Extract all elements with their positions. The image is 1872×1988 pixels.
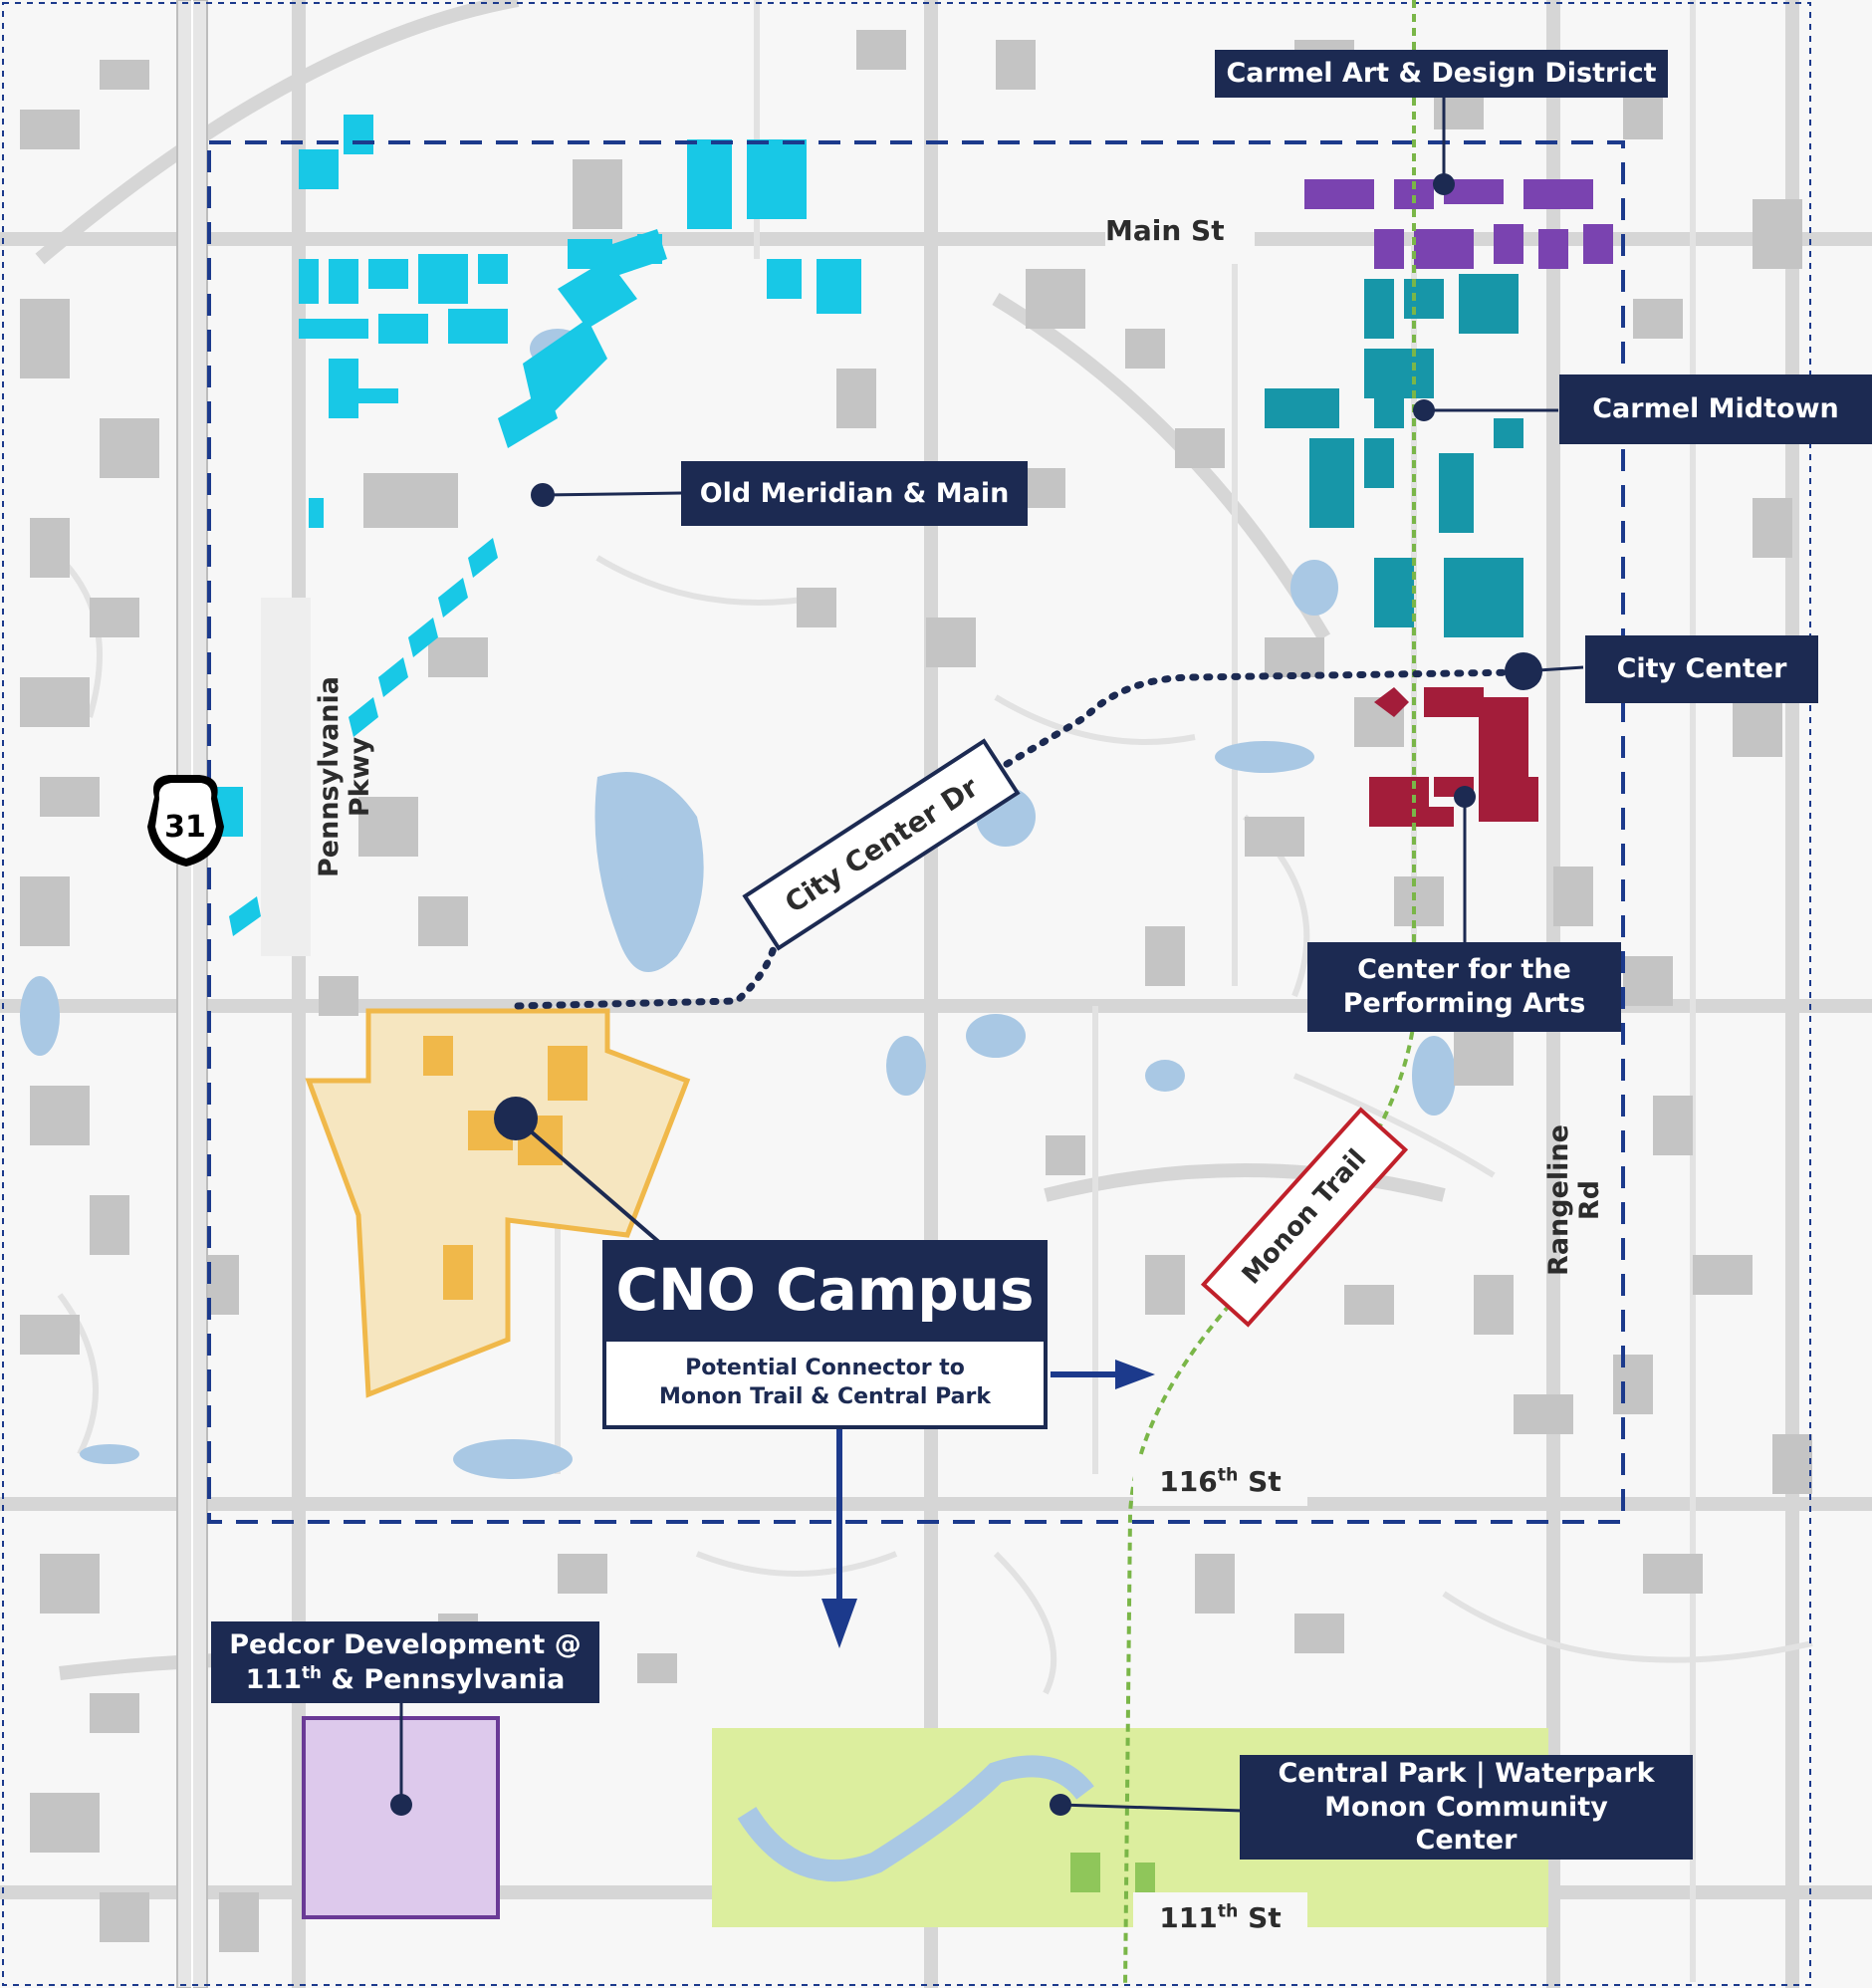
midtown-marker [1413, 399, 1435, 421]
connector-arrows [821, 1360, 1155, 1648]
performing-arts-marker [1454, 786, 1476, 808]
callout-old-meridian-label: Old Meridian & Main [699, 477, 1010, 509]
callout-leaders [390, 98, 1584, 1816]
callout-city-center-label: City Center [1616, 653, 1787, 685]
us31-highway [176, 0, 208, 1988]
city-center-district [1369, 687, 1538, 827]
pennsylvania-corridor [261, 598, 311, 956]
label-pennsylvania-pkwy: Pennsylvania Pkwy [314, 647, 375, 906]
callout-city-center: City Center [1585, 635, 1818, 703]
buildings [20, 30, 1812, 1952]
callout-old-meridian: Old Meridian & Main [681, 461, 1028, 526]
art-district-marker [1433, 173, 1455, 195]
cno-campus-marker [494, 1097, 538, 1140]
callout-pedcor: Pedcor Development @ 111th & Pennsylvani… [211, 1621, 599, 1703]
callout-carmel-midtown: Carmel Midtown [1559, 374, 1872, 444]
art-design-district [1304, 179, 1613, 269]
callout-pedcor-line2: 111th & Pennsylvania [245, 1661, 566, 1695]
callout-pedcor-line1: Pedcor Development @ [229, 1628, 582, 1660]
city-center-marker [1505, 652, 1542, 690]
cno-campus-subtitle-text: Potential Connector to Monon Trail & Cen… [659, 1356, 991, 1409]
label-main-st: Main St [1105, 214, 1255, 264]
label-116th-st: 116th St [1133, 1456, 1307, 1506]
callout-central-park-label: Central Park | Waterpark Monon Community… [1278, 1757, 1655, 1857]
central-park-marker [1050, 1794, 1071, 1816]
city-center-dr-connector [514, 668, 1527, 1010]
callout-carmel-arts-label: Carmel Art & Design District [1226, 58, 1657, 90]
label-main-st-text: Main St [1105, 214, 1225, 247]
callout-carmel-arts: Carmel Art & Design District [1215, 50, 1668, 98]
label-rangeline-rd: Rangeline Rd [1543, 1101, 1605, 1300]
cno-campus-title-text: CNO Campus [615, 1256, 1035, 1324]
callout-performing-arts: Center for the Performing Arts [1307, 942, 1621, 1032]
map-frame [2, 2, 1811, 1986]
label-111th-st: 111th St [1133, 1892, 1307, 1942]
us31-number: 31 [164, 810, 206, 845]
old-meridian-district [213, 115, 861, 936]
cno-campus-title: CNO Campus [602, 1240, 1048, 1340]
callout-performing-arts-label: Center for the Performing Arts [1342, 954, 1586, 1019]
old-meridian-marker [531, 483, 555, 507]
cno-campus-subtitle: Potential Connector to Monon Trail & Cen… [602, 1338, 1048, 1429]
us31-shield-icon: 31 [147, 775, 224, 867]
label-111th-st-text: 111th St [1159, 1900, 1282, 1934]
label-116th-st-text: 116th St [1159, 1464, 1282, 1498]
local-streets [57, 0, 1813, 1982]
callout-central-park: Central Park | Waterpark Monon Community… [1240, 1755, 1693, 1860]
callout-carmel-midtown-label: Carmel Midtown [1592, 393, 1839, 425]
cno-campus-area [305, 1008, 691, 1398]
pedcor-marker [390, 1794, 412, 1816]
midtown-district [1265, 274, 1523, 637]
